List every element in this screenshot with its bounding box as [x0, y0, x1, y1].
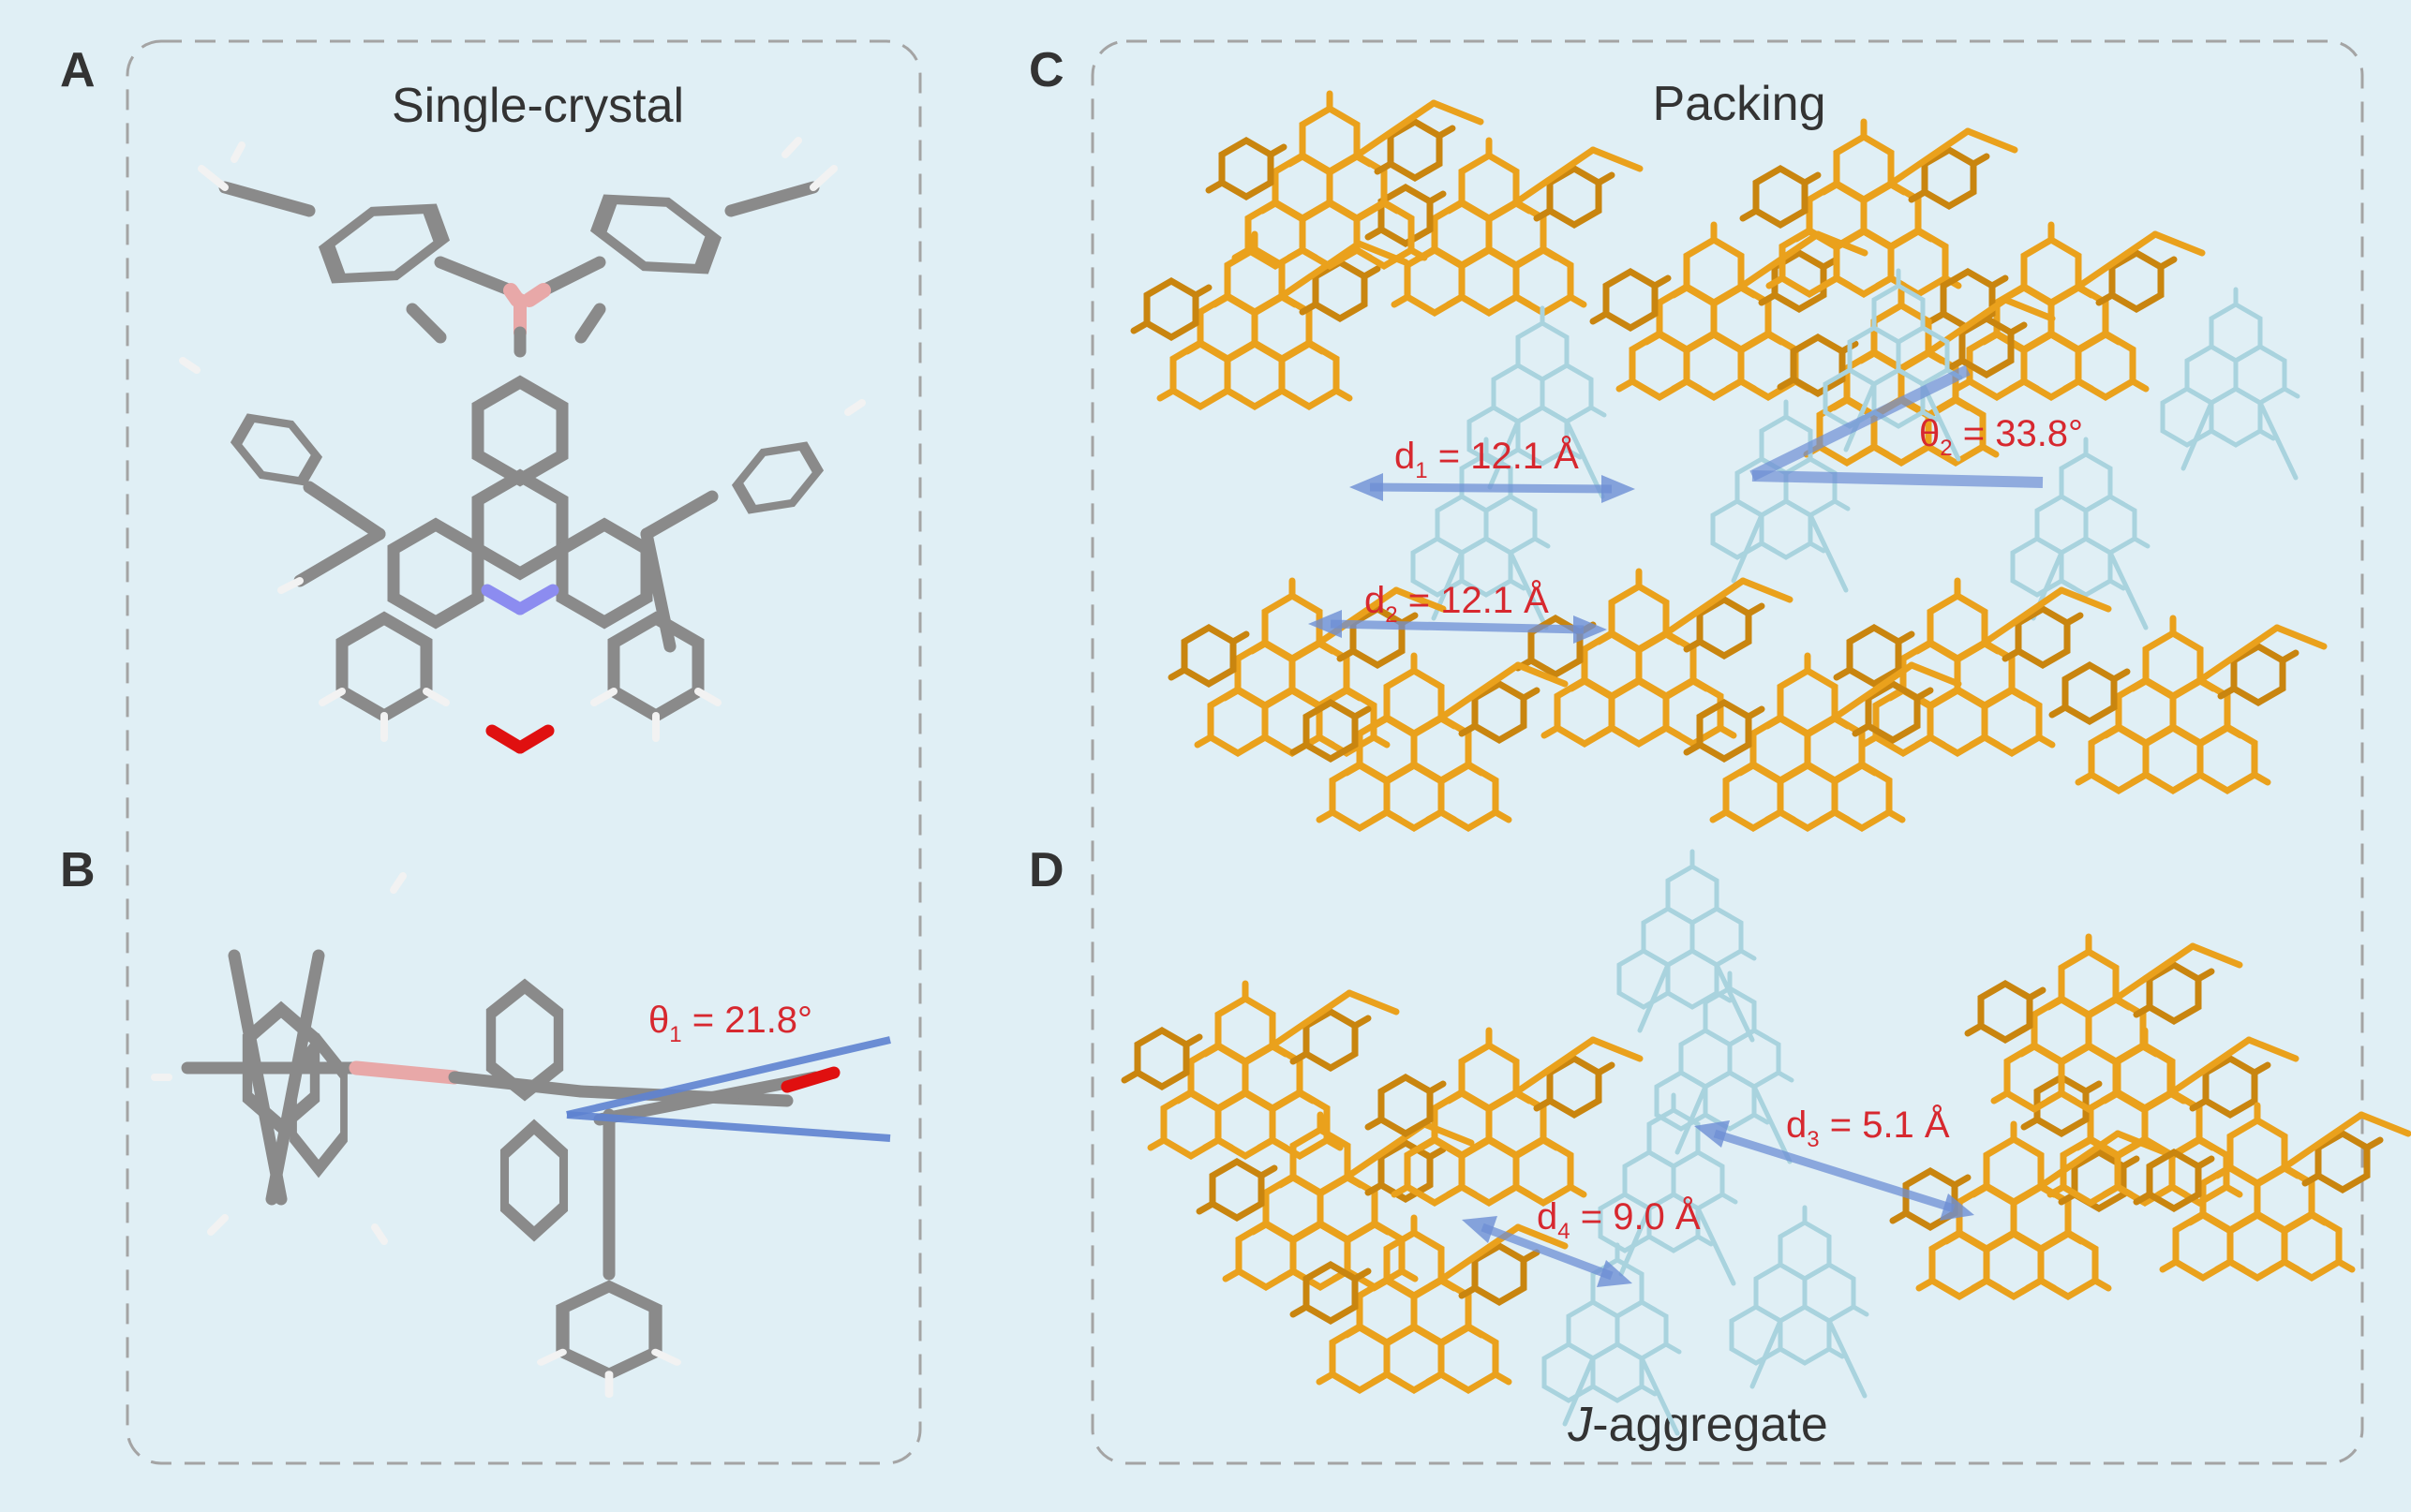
theta2-label: θ2 = 33.8°	[1919, 413, 2083, 461]
theta1-label: θ1 = 21.8°	[648, 1000, 812, 1047]
d2-arrow	[1308, 610, 1607, 644]
panel-b-molecule	[151, 872, 891, 1394]
panel-a-letter: A	[60, 43, 96, 97]
panel-d-letter: D	[1029, 843, 1064, 897]
d2-label: d2 = 12.1 Å	[1364, 579, 1549, 628]
d3-arrow	[1694, 1120, 1974, 1221]
panel-c-title: Packing	[1653, 77, 1826, 131]
theta2-lines	[1749, 364, 2044, 488]
panel-a-molecule	[179, 137, 866, 754]
right-panel-frame	[1091, 39, 2364, 1465]
left-panel-frame	[126, 39, 922, 1465]
panel-a-title: Single-crystal	[392, 79, 684, 133]
d3-label: d3 = 5.1 Å	[1786, 1104, 1950, 1152]
panel-b-letter: B	[60, 843, 96, 897]
d4-arrow	[1462, 1216, 1632, 1287]
d1-arrow	[1349, 473, 1635, 503]
panel-c-letter: C	[1029, 43, 1064, 97]
d4-label: d4 = 9.0 Å	[1537, 1195, 1701, 1244]
panel-d-title: J-aggregate	[1567, 1398, 1828, 1452]
d1-label: d1 = 12.1 Å	[1394, 435, 1579, 483]
